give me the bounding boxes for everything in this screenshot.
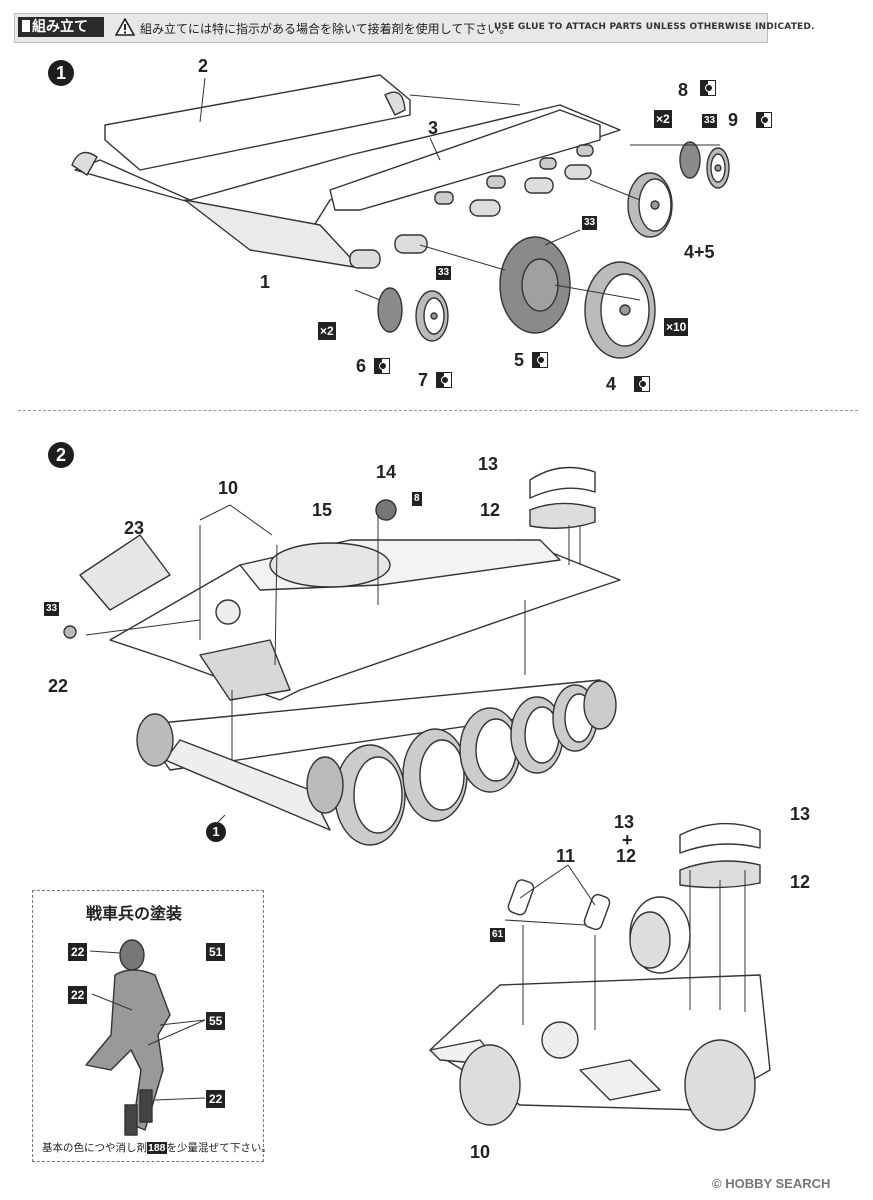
step-divider <box>18 410 858 411</box>
paint-code-icon <box>756 112 772 128</box>
part-13-label: 13 <box>478 454 499 474</box>
color-code-badge: 61 <box>490 928 506 942</box>
warning-icon <box>115 18 135 36</box>
hull-side-3 <box>329 109 601 211</box>
part-8-label: 8 <box>678 80 689 100</box>
part-badge: 22 <box>68 943 88 961</box>
color-code-badge: 33 <box>702 114 718 128</box>
plus-sign: + <box>622 830 633 850</box>
part-15-label: 15 <box>312 500 333 520</box>
warning-text-en: USE GLUE TO ATTACH PARTS UNLESS OTHERWIS… <box>494 22 815 32</box>
part-11-label: 11 <box>556 846 576 866</box>
hull-side-2 <box>104 74 411 171</box>
crew-paint-box <box>32 890 264 1162</box>
color-code-badge: 22 <box>206 1090 226 1108</box>
warning-text-jp: 組み立てには特に指示がある場合を除いて接着剤を使用して下さい。 <box>140 22 512 36</box>
crew-paint-note: 基本の色につや消し剤188を少量混ぜて下さい。 <box>42 1142 272 1154</box>
part-13-label: 13 <box>614 812 635 832</box>
color-code-badge: 33 <box>582 216 598 230</box>
crew-paint-title: 戦車兵の塗装 <box>86 904 183 923</box>
part-14-label: 14 <box>376 462 397 482</box>
part-3-label: 3 <box>428 118 439 138</box>
watermark: © HOBBY SEARCH <box>712 1176 831 1191</box>
paint-code-icon <box>700 80 716 96</box>
part-10-label: 10 <box>470 1142 491 1162</box>
part-12-label: 12 <box>790 872 811 892</box>
color-code-badge: 33 <box>44 602 60 616</box>
part-13-label: 13 <box>790 804 811 824</box>
color-code-badge: 55 <box>206 1012 226 1030</box>
part-10-label: 10 <box>218 478 239 498</box>
part-12-label: 12 <box>480 500 501 520</box>
part-5-label: 5 <box>514 350 525 370</box>
part-2-label: 2 <box>198 56 209 76</box>
part-4-label: 4 <box>606 374 617 394</box>
step-1-reference: 1 <box>206 822 226 842</box>
part-7-label: 7 <box>418 370 429 390</box>
step-2-marker: 2 <box>48 442 74 468</box>
step-1-marker: 1 <box>48 60 74 86</box>
part-9-label: 9 <box>728 110 739 130</box>
part-22-label: 22 <box>48 676 69 696</box>
color-code-badge: 33 <box>436 266 452 280</box>
paint-code-icon <box>374 358 390 374</box>
paint-code-icon <box>532 352 548 368</box>
header-bar <box>14 13 768 43</box>
part-12-label: 12 <box>616 846 637 866</box>
part-4-5-label: 4+5 <box>684 242 715 262</box>
part-badge: 22 <box>68 986 88 1004</box>
part-23-label: 23 <box>124 518 145 538</box>
color-code-badge: 51 <box>206 943 226 961</box>
paint-code-icon <box>634 376 650 392</box>
part-1-label: 1 <box>260 272 271 292</box>
color-code-badge: 8 <box>412 492 422 506</box>
part-6-label: 6 <box>356 356 367 376</box>
paint-code-icon <box>436 372 452 388</box>
multiplier-badge: ×2 <box>654 110 672 128</box>
section-title: 組み立て <box>18 17 104 37</box>
multiplier-badge: ×2 <box>318 322 336 340</box>
multiplier-badge: ×10 <box>664 318 689 336</box>
